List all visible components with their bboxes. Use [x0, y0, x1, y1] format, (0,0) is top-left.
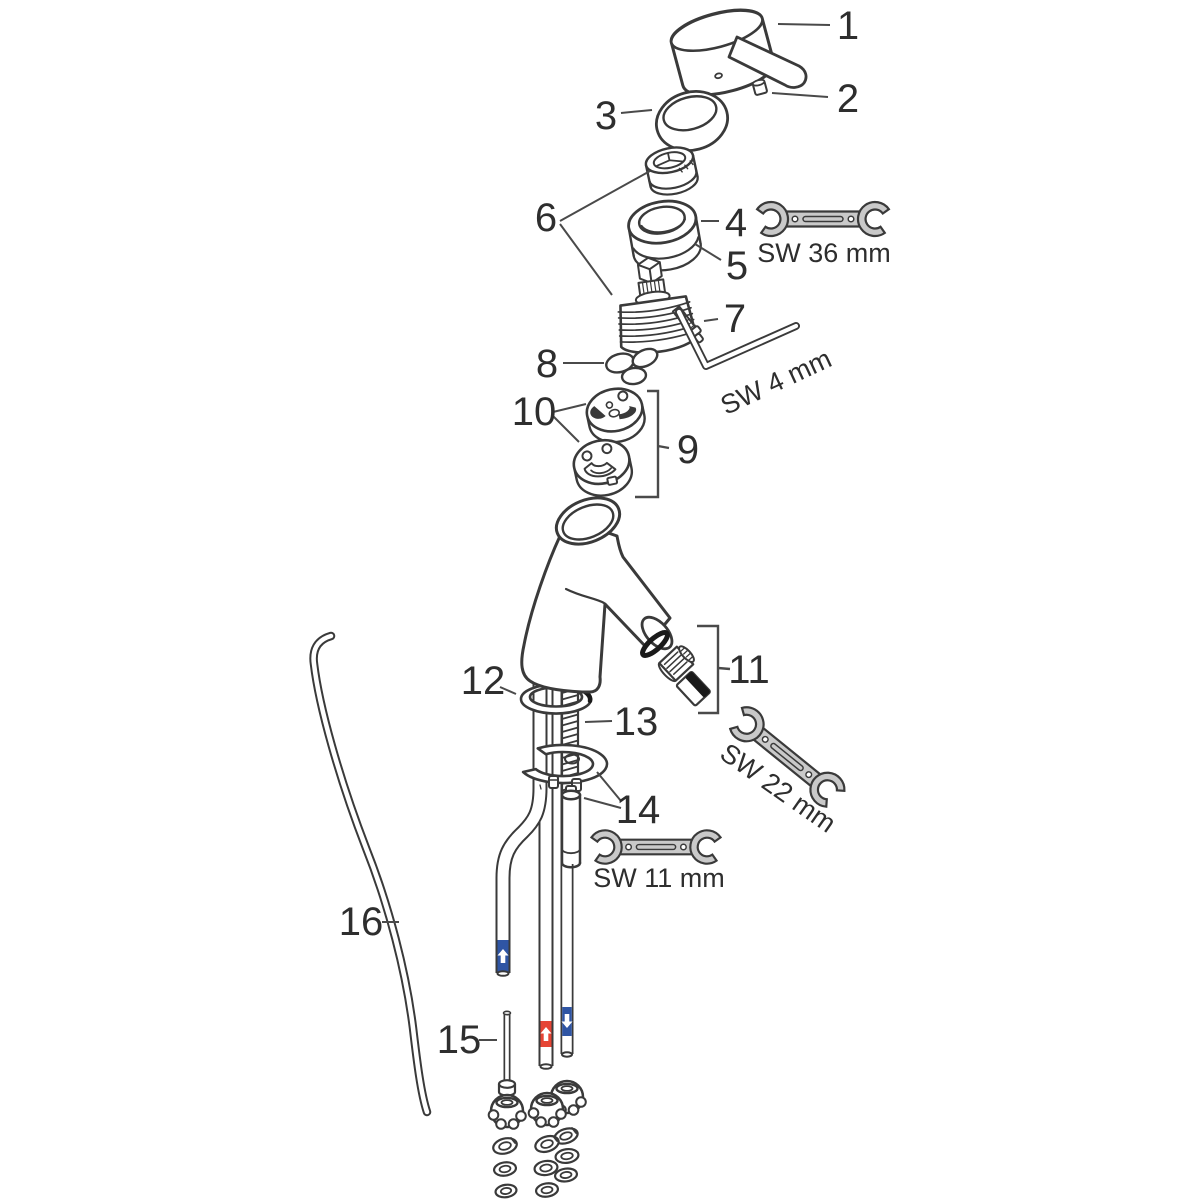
faucet-body — [520, 496, 674, 694]
callout-lines — [382, 23, 831, 1041]
adjusting-ring — [644, 146, 699, 196]
valve-disc-upper — [585, 387, 646, 444]
callout-4: 4 — [725, 201, 747, 245]
callout-15: 15 — [437, 1018, 482, 1062]
callout-numbers: 1 2 3 4 5 6 7 8 9 10 11 12 13 14 15 16 — [339, 4, 859, 1062]
callout-9: 9 — [677, 428, 699, 472]
callout-3: 3 — [595, 94, 617, 138]
handle — [669, 8, 808, 97]
handle-cap — [655, 90, 729, 152]
flexible-hose — [309, 631, 432, 1117]
callout-13: 13 — [614, 700, 659, 744]
callout-2: 2 — [837, 77, 859, 121]
allen-key-icon — [675, 308, 800, 370]
mounting-sleeve — [560, 785, 582, 869]
callout-10: 10 — [512, 390, 557, 434]
aerator-assembly — [640, 630, 711, 707]
callout-5: 5 — [726, 244, 748, 288]
callout-1: 1 — [837, 4, 859, 48]
callout-6: 6 — [535, 196, 557, 240]
callout-8: 8 — [536, 342, 558, 386]
bracket-9 — [635, 389, 670, 499]
union-nut — [527, 1091, 567, 1128]
aerator-insert — [657, 645, 695, 683]
bracket-11 — [697, 624, 731, 715]
callout-11: 11 — [728, 648, 770, 692]
ring-nut — [627, 199, 702, 272]
callout-16: 16 — [339, 900, 384, 944]
handle-lever-arm — [727, 35, 808, 89]
supply-pipe-left — [495, 655, 548, 977]
valve-disc-lower — [572, 438, 634, 497]
washer-set — [492, 1127, 580, 1199]
o-ring-set — [605, 347, 659, 386]
body-top-opening — [554, 496, 622, 546]
callout-7: 7 — [724, 297, 746, 341]
callout-12: 12 — [461, 659, 506, 703]
union-nut — [487, 1093, 527, 1130]
handle-set-screw — [751, 78, 768, 96]
aerator-housing — [675, 670, 711, 707]
tool-label-sw36: SW 36 mm — [757, 238, 891, 268]
callout-14: 14 — [616, 788, 661, 832]
aerator-seal — [640, 630, 670, 658]
mounting-clamp — [521, 743, 609, 793]
tool-label-sw11: SW 11 mm — [593, 863, 725, 893]
